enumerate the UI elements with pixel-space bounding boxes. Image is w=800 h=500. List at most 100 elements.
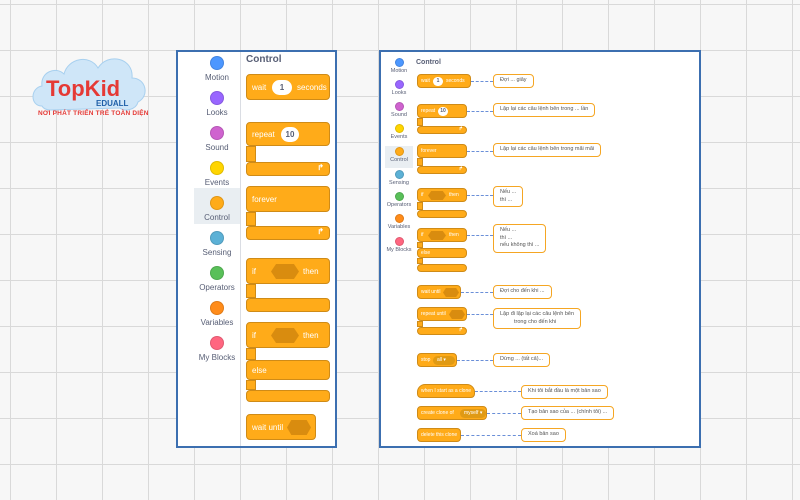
forever-block[interactable]: forever xyxy=(246,186,330,212)
callout-connector xyxy=(471,81,493,82)
forever-block[interactable]: forever xyxy=(417,144,467,158)
category-sound[interactable]: Sound xyxy=(383,102,415,118)
category-label: Sound xyxy=(391,112,407,118)
wait-seconds-block[interactable]: wait 1 seconds xyxy=(246,74,330,100)
category-variables[interactable]: Variables xyxy=(186,301,248,327)
forever-arm xyxy=(246,212,256,226)
category-label: Variables xyxy=(200,318,234,327)
condition-slot[interactable] xyxy=(271,264,299,279)
sensing-dot-icon xyxy=(210,231,224,245)
else-section: else xyxy=(417,248,467,258)
repeat-until-block[interactable]: repeat until xyxy=(417,307,467,321)
condition-slot[interactable] xyxy=(271,328,299,343)
category-label: Operators xyxy=(386,202,412,208)
my-blocks-dot-icon xyxy=(210,336,224,350)
callout-connector xyxy=(475,391,521,392)
seconds-input[interactable]: 1 xyxy=(272,80,292,95)
condition-slot[interactable] xyxy=(443,288,459,297)
wait-until-block[interactable]: wait until xyxy=(246,414,316,440)
wait-seconds-block[interactable]: wait 1 seconds xyxy=(417,74,471,88)
category-label: My Blocks xyxy=(198,353,236,362)
category-variables[interactable]: Variables xyxy=(383,214,415,230)
category-my-blocks[interactable]: My Blocks xyxy=(383,237,415,253)
if-foot xyxy=(417,210,467,218)
when-clone-hat-block[interactable]: when I start as a clone xyxy=(417,384,475,398)
repeat-count-input[interactable]: 10 xyxy=(281,127,299,142)
if-else-block[interactable]: if then xyxy=(246,322,330,348)
block-label: if xyxy=(252,331,256,340)
callout-line: Nếu ... xyxy=(500,227,517,233)
if-else-arm-top xyxy=(417,242,423,248)
category-label: My Blocks xyxy=(386,247,412,253)
condition-slot[interactable] xyxy=(449,310,465,319)
loop-arrow-icon: ↱ xyxy=(317,163,324,172)
block-label: stop xyxy=(421,357,431,363)
callout-line: trong cho đến khi xyxy=(514,318,557,325)
repeat-until-foot: ↱ xyxy=(417,327,467,335)
category-events[interactable]: Events xyxy=(186,161,248,187)
category-events[interactable]: Events xyxy=(383,124,415,140)
condition-slot[interactable] xyxy=(428,231,446,240)
wait-until-block[interactable]: wait until xyxy=(417,285,461,299)
category-label: Variables xyxy=(387,224,411,230)
category-control[interactable]: Control xyxy=(186,196,248,222)
block-label: wait until xyxy=(421,289,441,295)
sound-dot-icon xyxy=(394,102,404,111)
block-label: repeat xyxy=(421,108,436,114)
if-else-block[interactable]: if then xyxy=(417,228,467,242)
repeat-foot: ↱ xyxy=(246,162,330,176)
delete-clone-block[interactable]: delete this clone xyxy=(417,428,461,442)
category-sound[interactable]: Sound xyxy=(186,126,248,152)
category-motion[interactable]: Motion xyxy=(186,56,248,82)
callout-stop: Dừng ... (tất cả)... xyxy=(493,353,551,367)
category-looks[interactable]: Looks xyxy=(383,80,415,96)
category-label: Sound xyxy=(205,143,229,152)
if-arm xyxy=(417,202,423,210)
block-then-label: then xyxy=(449,192,459,198)
callout-line: Lặp đi lặp lại các câu lệnh bên xyxy=(500,311,574,317)
if-else-arm-top xyxy=(246,348,256,360)
callout-connector xyxy=(467,235,493,236)
condition-slot[interactable] xyxy=(287,420,311,435)
loop-arrow-icon: ↱ xyxy=(458,327,463,333)
sound-dot-icon xyxy=(210,126,224,140)
looks-dot-icon xyxy=(394,80,404,89)
category-sensing[interactable]: Sensing xyxy=(186,231,248,257)
block-label: if xyxy=(252,267,256,276)
category-motion[interactable]: Motion xyxy=(383,58,415,74)
stop-option-dropdown[interactable]: all ▾ xyxy=(433,356,455,365)
category-looks[interactable]: Looks xyxy=(186,91,248,117)
category-control[interactable]: Control xyxy=(383,147,415,163)
if-else-foot xyxy=(417,264,467,272)
category-operators[interactable]: Operators xyxy=(186,266,248,292)
category-sensing[interactable]: Sensing xyxy=(383,170,415,186)
seconds-input[interactable]: 1 xyxy=(433,77,443,86)
callout-connector xyxy=(467,111,493,112)
callout-delete-clone: Xoá bản sao xyxy=(521,428,566,442)
callout-connector xyxy=(467,151,493,152)
clone-target-dropdown[interactable]: myself ▾ xyxy=(460,409,486,418)
condition-slot[interactable] xyxy=(428,191,446,200)
block-label: repeat until xyxy=(421,311,446,317)
category-label: Events xyxy=(390,134,408,140)
if-then-block[interactable]: if then xyxy=(246,258,330,284)
category-operators[interactable]: Operators xyxy=(383,192,415,208)
logo-cloud-icon: TopKid EDUALL xyxy=(32,58,146,111)
repeat-block[interactable]: repeat 10 xyxy=(246,122,330,146)
category-my-blocks[interactable]: My Blocks xyxy=(186,336,248,362)
repeat-count-input[interactable]: 10 xyxy=(438,107,448,116)
stop-block[interactable]: stop all ▾ xyxy=(417,353,457,367)
block-suffix: seconds xyxy=(297,83,327,92)
create-clone-block[interactable]: create clone of myself ▾ xyxy=(417,406,487,420)
repeat-block[interactable]: repeat 10 xyxy=(417,104,467,118)
logo-tagline: NƠI PHÁT TRIỂN TRẺ TOÀN DIỆN xyxy=(38,110,149,117)
callout-create-clone: Tạo bản sao của ... (chính tôi) ... xyxy=(521,406,615,420)
events-dot-icon xyxy=(394,124,404,133)
block-else-label: else xyxy=(252,366,267,375)
callout-wait: Đợi ... giây xyxy=(493,74,534,88)
if-else-arm-bottom xyxy=(246,380,256,390)
repeat-until-arm xyxy=(417,321,423,327)
events-dot-icon xyxy=(210,161,224,175)
if-then-block[interactable]: if then xyxy=(417,188,467,202)
block-suffix: seconds xyxy=(446,78,465,84)
